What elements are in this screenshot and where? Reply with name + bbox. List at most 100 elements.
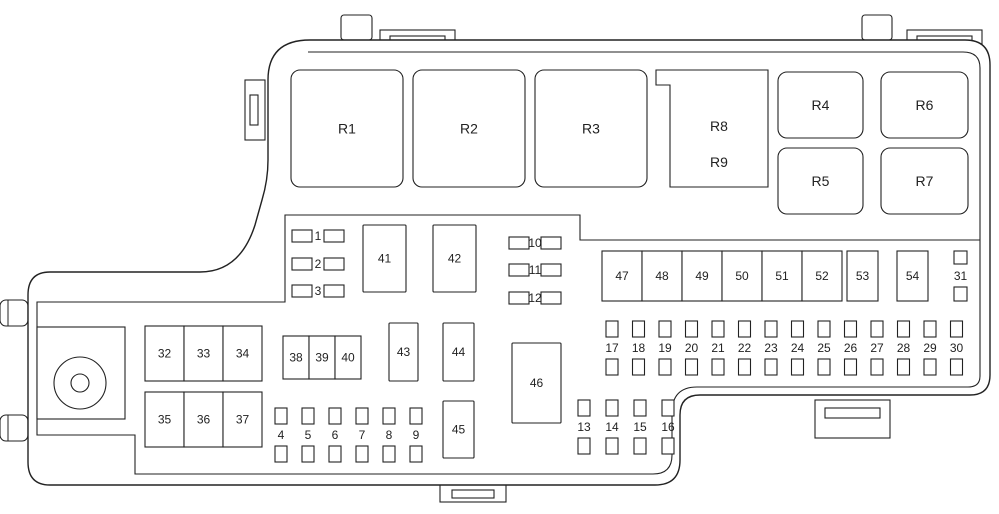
fuse-21-bottom bbox=[711, 358, 725, 376]
fuse-44: 44 bbox=[442, 322, 475, 382]
fuse-32: 32 bbox=[144, 325, 185, 382]
fuse-5-bottom bbox=[301, 445, 315, 463]
fuse-6: 6 bbox=[328, 407, 342, 463]
fuse-6-label: 6 bbox=[332, 428, 339, 442]
fuse-28-top bbox=[896, 320, 911, 338]
fuse-15-label: 15 bbox=[633, 420, 647, 434]
fuse-11-left bbox=[508, 263, 530, 277]
fuse-24-bottom bbox=[790, 358, 805, 376]
relay-r3: R3 bbox=[534, 69, 648, 188]
fuse-26-top bbox=[843, 320, 858, 338]
fuse-54: 54 bbox=[896, 250, 929, 302]
fuse-21-label: 21 bbox=[711, 341, 725, 355]
fuse-41: 41 bbox=[362, 224, 407, 293]
fuse-18-bottom bbox=[631, 358, 646, 376]
fuse-44-shape bbox=[442, 322, 475, 382]
fuse-6-bottom bbox=[328, 445, 342, 463]
fuse-20-bottom bbox=[684, 358, 699, 376]
fuse-2-label: 2 bbox=[315, 257, 322, 271]
left-connectors bbox=[0, 299, 29, 442]
fuse-33-label: 33 bbox=[197, 347, 211, 361]
fuse-40: 40 bbox=[334, 335, 362, 380]
fuse-17-bottom bbox=[605, 358, 619, 376]
fuse-19-label: 19 bbox=[658, 341, 672, 355]
fuse-36-shape bbox=[183, 391, 224, 448]
fuse-29-label: 29 bbox=[923, 341, 937, 355]
fuse-49: 49 bbox=[681, 250, 723, 302]
fuse-2: 2 bbox=[291, 257, 345, 271]
fuse-16-top bbox=[661, 399, 675, 417]
relay-r2-shape bbox=[412, 69, 526, 188]
relay-r3-label: R3 bbox=[582, 121, 600, 137]
fuse-38: 38 bbox=[282, 335, 310, 380]
fuse-45-shape bbox=[442, 400, 475, 459]
relay-r5-shape bbox=[777, 147, 864, 215]
fuse-8-bottom bbox=[382, 445, 396, 463]
fuse-31: 31 bbox=[953, 250, 968, 302]
fuse-50-shape bbox=[721, 250, 763, 302]
fuse-12: 12 bbox=[508, 291, 562, 305]
fuse-36-label: 36 bbox=[197, 413, 211, 427]
fuse-50: 50 bbox=[721, 250, 763, 302]
relay-r7-label: R7 bbox=[916, 173, 934, 189]
fuse-42-shape bbox=[432, 224, 477, 293]
fuse-34-shape bbox=[222, 325, 263, 382]
fuse-25-label: 25 bbox=[817, 341, 831, 355]
fuse-45: 45 bbox=[442, 400, 475, 459]
fuse-39: 39 bbox=[308, 335, 336, 380]
fuse-43-label: 43 bbox=[397, 345, 411, 359]
fuse-26-bottom bbox=[843, 358, 858, 376]
relay-r3-shape bbox=[534, 69, 648, 188]
fuse-33-shape bbox=[183, 325, 224, 382]
fuse-7-label: 7 bbox=[359, 428, 366, 442]
relay-r2-label: R2 bbox=[460, 121, 478, 137]
fuse-35: 35 bbox=[144, 391, 185, 448]
fuse-14-bottom bbox=[605, 437, 619, 455]
fuse-42-label: 42 bbox=[448, 252, 462, 266]
fuse-15-top bbox=[633, 399, 647, 417]
fuse-12-left bbox=[508, 291, 530, 305]
relay-r7-shape bbox=[880, 147, 969, 215]
inner-outline bbox=[36, 51, 981, 475]
fuse-23-top bbox=[764, 320, 778, 338]
fuse-28-bottom bbox=[896, 358, 911, 376]
fuse-9: 9 bbox=[409, 407, 423, 463]
fuse-1-left bbox=[291, 229, 313, 243]
fuse-22-label: 22 bbox=[738, 341, 752, 355]
fuse-34-label: 34 bbox=[236, 347, 250, 361]
relay-r8-r9-shape bbox=[655, 69, 769, 188]
fuse-14-label: 14 bbox=[605, 420, 619, 434]
relay-r6: R6 bbox=[880, 71, 969, 139]
fuse-39-label: 39 bbox=[315, 351, 329, 365]
fuse-1-right bbox=[323, 229, 345, 243]
fuse-28-label: 28 bbox=[897, 341, 911, 355]
fuse-31-bottom bbox=[953, 286, 968, 302]
fuse-16: 16 bbox=[661, 399, 675, 455]
fuse-1-label: 1 bbox=[315, 229, 322, 243]
fuse-52-label: 52 bbox=[815, 269, 829, 283]
fuse-33: 33 bbox=[183, 325, 224, 382]
fuse-32-label: 32 bbox=[158, 347, 172, 361]
relay-r1-shape bbox=[290, 69, 404, 188]
fuse-3-label: 3 bbox=[315, 284, 322, 298]
fuse-21: 21 bbox=[711, 320, 725, 376]
relay-r2: R2 bbox=[412, 69, 526, 188]
fuse-5-top bbox=[301, 407, 315, 425]
fuse-54-shape bbox=[896, 250, 929, 302]
fuse-19-top bbox=[658, 320, 672, 338]
fuse-23-bottom bbox=[764, 358, 778, 376]
fuse-16-bottom bbox=[661, 437, 675, 455]
fuse-51: 51 bbox=[761, 250, 803, 302]
fuse-15-bottom bbox=[633, 437, 647, 455]
fuse-26-label: 26 bbox=[844, 341, 858, 355]
fuse-22-top bbox=[737, 320, 752, 338]
fuse-8-top bbox=[382, 407, 396, 425]
fuse-4-label: 4 bbox=[278, 428, 285, 442]
fuse-13-top bbox=[577, 399, 591, 417]
fuse-51-label: 51 bbox=[775, 269, 789, 283]
fuse-20: 20 bbox=[684, 320, 699, 376]
fuse-32-shape bbox=[144, 325, 185, 382]
